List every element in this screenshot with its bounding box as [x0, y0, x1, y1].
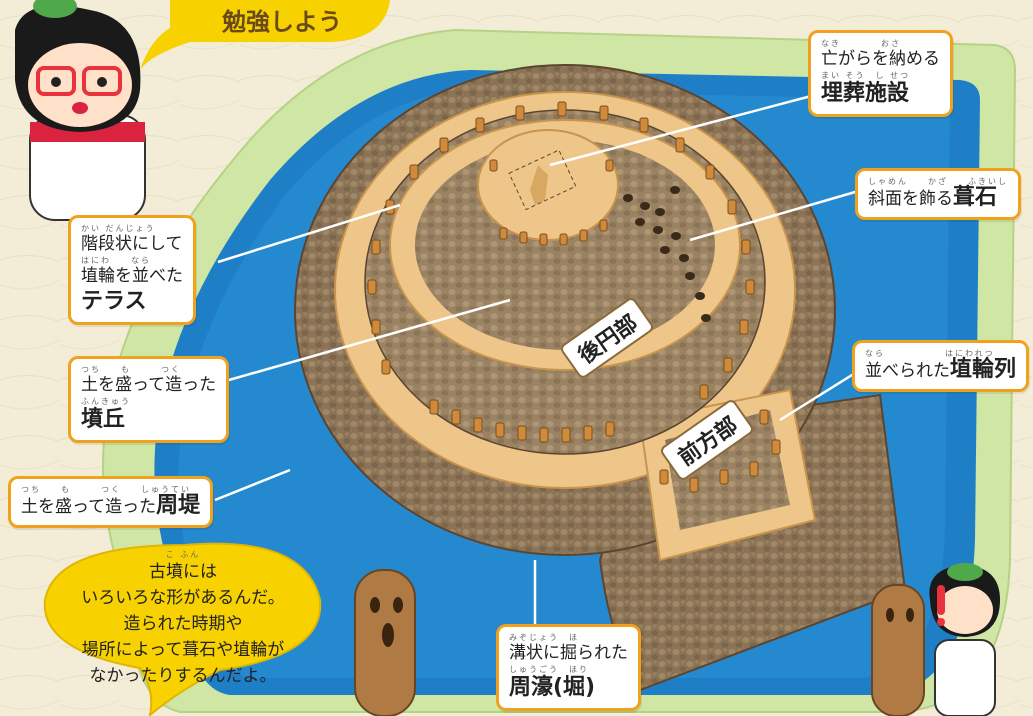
label-moat: みぞじょう ほ 溝状に掘られた しゅうごう ほり 周濠(堀)	[496, 624, 641, 711]
speech-bubble	[43, 542, 322, 716]
label-fukiishi: しゃめん かざ ふきいし 斜面を飾る葺石	[855, 168, 1021, 220]
speech-bubble-text: こ ふん 古墳には いろいろな形があるんだ。 造られた時期や 場所によって葺石や…	[81, 550, 285, 686]
haniwa-miko-pair	[871, 563, 1000, 716]
top-bubble	[140, 0, 390, 70]
exclamation-icon	[937, 585, 945, 615]
haniwa-character	[354, 569, 416, 716]
fukiishi-stones	[623, 186, 711, 322]
leader-lines	[214, 93, 863, 628]
burial-platform	[477, 129, 619, 241]
label-burial-facility: なき おさ 亡がらを納める まい そう し せつ 埋葬施設	[808, 30, 953, 117]
page-title: 勉強しよう	[222, 8, 342, 36]
haniwa-rows	[367, 101, 781, 493]
label-terrace: かい だんじょう 階段状にして はにわ なら 埴輪を並べた テラス	[68, 215, 196, 325]
label-funkyu: つち も つく 土を盛って造った ふんきゅう 墳丘	[68, 356, 230, 443]
label-haniwa-row: なら はにわれつ 並べられた埴輪列	[852, 340, 1030, 392]
label-shutei: つち も つく しゅうてい 土を盛って造った周堤	[8, 476, 214, 528]
miko-character	[15, 0, 146, 221]
